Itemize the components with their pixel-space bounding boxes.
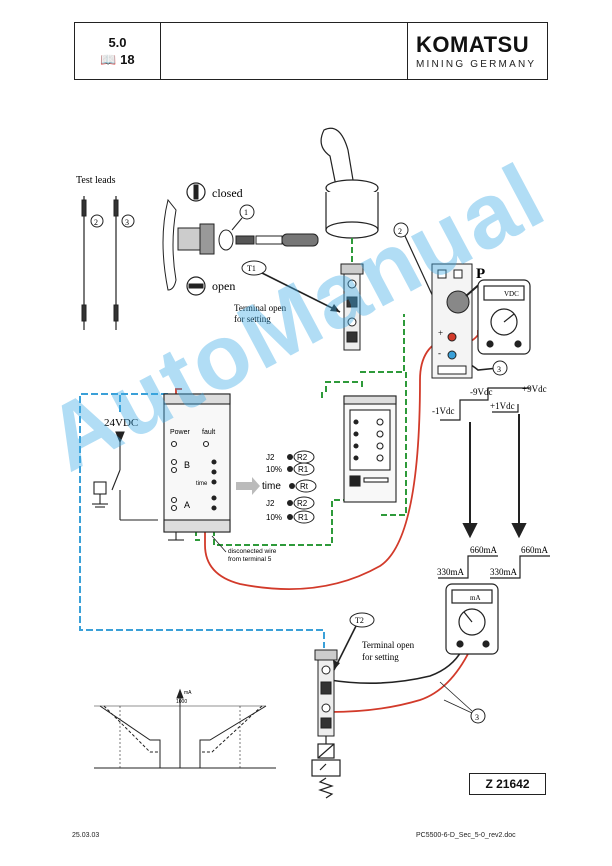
- amplifier-module: [343, 395, 397, 503]
- j2-bottom: J2: [266, 499, 275, 508]
- test-lead-3: [113, 196, 135, 330]
- voltmeter: [477, 279, 531, 355]
- blue-wire: [79, 393, 325, 648]
- power-supply-label: P: [476, 266, 485, 282]
- ma-display: mA: [470, 594, 481, 602]
- page-number: 18: [120, 52, 135, 67]
- ma-660-b: 660mA: [521, 545, 549, 555]
- pct10-bottom: 10%: [266, 513, 282, 522]
- terminal-block-t1: [340, 263, 364, 351]
- minus-1v-label: -1Vdc: [432, 406, 455, 416]
- characteristic-graph: [94, 688, 276, 769]
- minus-9v-label: -9Vdc: [470, 387, 493, 397]
- vdc-display: VDC: [504, 290, 519, 298]
- test-lead-2: [81, 196, 104, 330]
- fault-label: fault: [202, 429, 215, 436]
- channel-b-label: B: [184, 460, 190, 470]
- potentiometer-number: 1: [244, 208, 248, 217]
- terminal-open-2: Terminal open: [362, 640, 415, 650]
- r1-top: R1: [298, 465, 309, 474]
- ma-330-b: 330mA: [490, 567, 518, 577]
- potentiometer-assembly: [162, 182, 319, 296]
- open-label: open: [212, 279, 235, 293]
- t1-pointer: [261, 272, 341, 313]
- supply-voltage-label: 24VDC: [104, 417, 138, 429]
- closed-label: closed: [212, 186, 243, 200]
- lead-3-number: 3: [125, 218, 129, 227]
- callout-3-top-number: 3: [497, 365, 501, 374]
- for-setting-1: for setting: [234, 314, 271, 324]
- komatsu-logo: KOMATSU: [416, 32, 530, 57]
- adjustment-legend: J2 R2 10% R1 time Rt J2 R2 10% R1: [262, 450, 317, 524]
- plus-sign: +: [438, 328, 443, 338]
- disconnected-pointer: [211, 535, 227, 553]
- controller-module: [163, 393, 231, 541]
- disconnected-wire-line-1: disconected wire: [228, 548, 277, 555]
- for-setting-2: for setting: [362, 652, 399, 662]
- ma-330-a: 330mA: [437, 567, 465, 577]
- ammeter: [445, 583, 499, 655]
- module-time-label: time: [196, 481, 208, 487]
- relay-switch: [92, 431, 158, 521]
- voltage-waveform: [440, 387, 530, 421]
- solenoid-valve: [311, 736, 341, 799]
- callout-2-number: 2: [398, 227, 402, 236]
- graph-top-value: 1000: [176, 699, 187, 705]
- plus-9v-label: +9Vdc: [522, 384, 547, 394]
- lead-2-number: 2: [94, 218, 98, 227]
- footer-doc: PC5500-6-D_Sec_5-0_rev2.doc: [416, 832, 516, 839]
- t1-callout: [241, 260, 267, 276]
- t2-label: T2: [355, 616, 364, 625]
- ma-660-a: 660mA: [470, 545, 498, 555]
- t1-label: T1: [247, 264, 256, 273]
- power-label: Power: [170, 429, 191, 436]
- t1-arrowhead: [330, 304, 340, 312]
- page-header: 5.0 📖 18 KOMATSU MINING GERMANY: [74, 22, 548, 80]
- r2-top: R2: [297, 453, 308, 462]
- footer-date: 25.03.03: [72, 832, 100, 839]
- section-cell: 5.0 📖 18: [75, 23, 161, 79]
- logo-cell: KOMATSU MINING GERMANY: [407, 23, 547, 79]
- plus-1v-label: +1Vdc: [490, 401, 515, 411]
- rt-label: Rt: [300, 482, 309, 491]
- green-wires: [195, 238, 407, 546]
- callout-2: [393, 222, 409, 238]
- figure-id-box: Z 21642: [469, 773, 546, 795]
- downward-arrows: [462, 414, 527, 539]
- time-label: time: [262, 481, 281, 492]
- page-number-row: 📖 18: [75, 52, 160, 68]
- logo-subtitle: MINING GERMANY: [416, 59, 537, 70]
- pct10-top: 10%: [266, 465, 282, 474]
- power-supply: [431, 263, 473, 379]
- minus-sign: -: [438, 348, 441, 358]
- r1-bottom: R1: [298, 513, 309, 522]
- callout-3-bottom: [470, 708, 486, 724]
- channel-a-label: A: [184, 500, 190, 510]
- section-number: 5.0: [108, 35, 127, 50]
- disconnected-wire-line-2: from terminal 5: [228, 556, 272, 563]
- t2-callout: [349, 612, 375, 628]
- callout-3-top: [492, 360, 508, 376]
- t2-arrowhead: [333, 660, 340, 670]
- joystick: [320, 127, 379, 239]
- r2-bottom: R2: [297, 499, 308, 508]
- terminal-open-1: Terminal open: [234, 303, 287, 313]
- book-icon: 📖: [100, 52, 117, 67]
- test-leads-label: Test leads: [76, 175, 116, 186]
- current-waveforms: [438, 555, 550, 579]
- gray-arrow: [236, 477, 260, 495]
- j2-top: J2: [266, 453, 275, 462]
- callout-3-bottom-number: 3: [475, 713, 479, 722]
- graph-unit: mA: [184, 690, 192, 696]
